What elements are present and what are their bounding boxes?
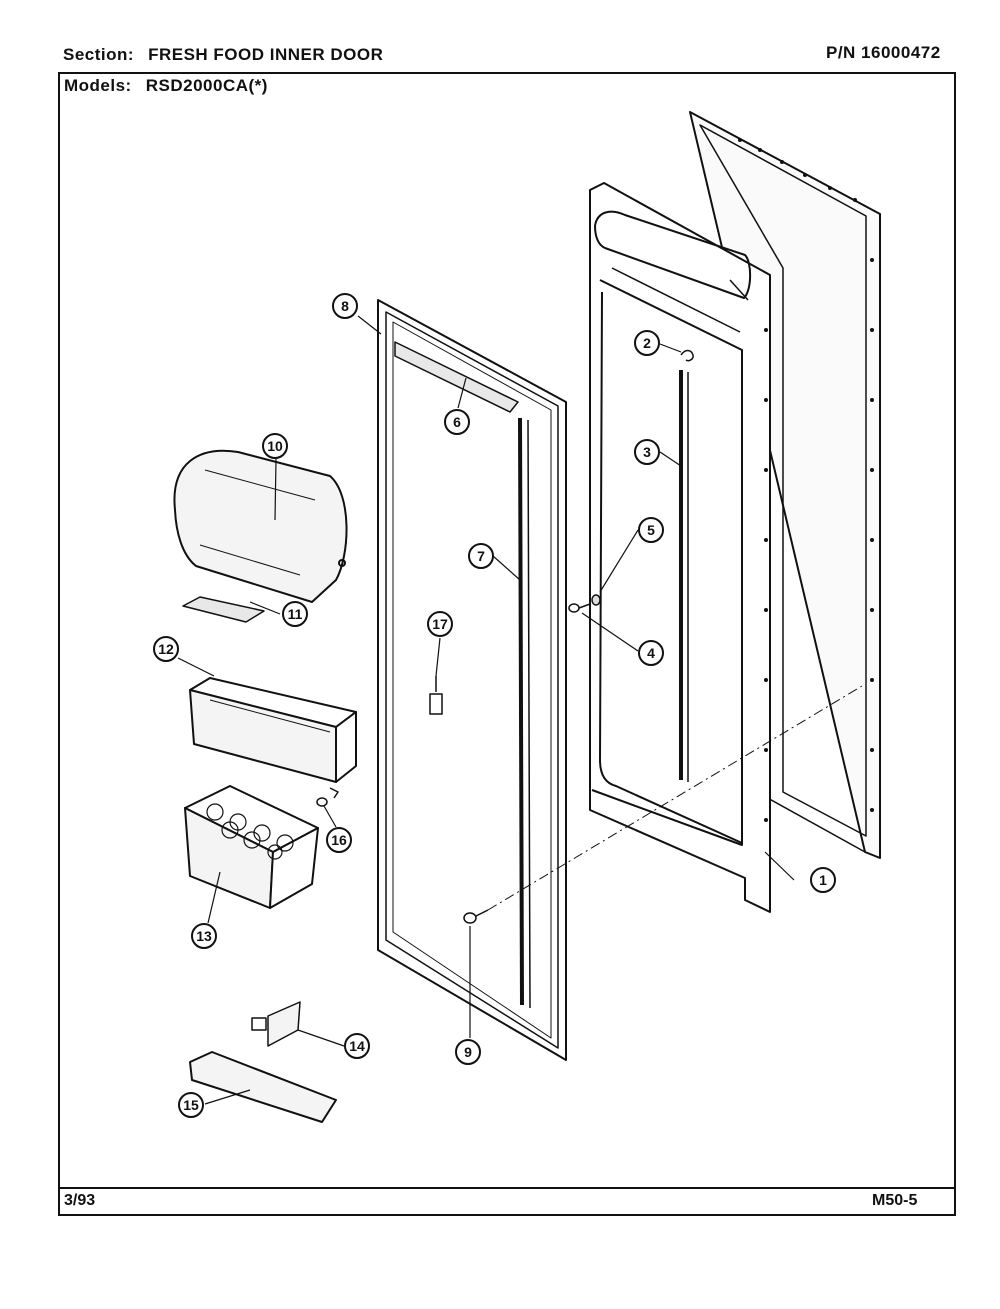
callout-16: 16 [326,827,352,853]
callout-13: 13 [191,923,217,949]
svg-text:13: 13 [196,928,212,944]
dairy-cover [173,449,348,603]
svg-text:4: 4 [647,645,655,661]
footer-divider [58,1187,956,1189]
callout-10: 10 [262,433,288,459]
svg-text:6: 6 [453,414,461,430]
callout-6: 6 [444,409,470,435]
shelf-rail [189,1051,337,1123]
door-gasket [377,299,567,1061]
top-trim-strip [394,341,519,413]
door-clip [429,676,443,715]
revision-date: 3/93 [64,1192,96,1209]
callout-1: 1 [810,867,836,893]
callout-7: 7 [468,543,494,569]
svg-text:5: 5 [647,522,655,538]
callout-17: 17 [427,611,453,637]
bin-screw [316,787,339,807]
alignment-line [487,685,863,911]
svg-text:1: 1 [819,872,827,888]
callout-9: 9 [455,1039,481,1065]
svg-text:14: 14 [349,1038,365,1054]
callout-15: 15 [178,1092,204,1118]
hook-clip [680,349,694,362]
svg-text:2: 2 [643,335,651,351]
diagram-frame [58,72,956,1216]
callout-12: 12 [153,636,179,662]
small-bracket [251,1001,301,1047]
models-value: RSD2000CA(*) [145,76,268,95]
gasket-screw [463,909,489,924]
models-heading: Models: RSD2000CA(*) [64,76,268,96]
callout-markers: 1 2 3 4 5 6 7 8 9 10 11 12 13 14 15 16 1… [153,293,836,1118]
leader-lines [177,315,795,1105]
liner-shelf-track [679,370,689,782]
callout-5: 5 [638,517,664,543]
callout-14: 14 [344,1033,370,1059]
svg-text:11: 11 [288,606,303,622]
callout-4: 4 [638,640,664,666]
callout-2: 2 [634,330,660,356]
svg-text:15: 15 [183,1097,199,1113]
svg-text:16: 16 [331,832,347,848]
svg-text:17: 17 [432,616,448,632]
svg-text:10: 10 [267,438,283,454]
callout-11: 11 [282,601,308,627]
cover-handle [182,596,265,623]
part-number: P/N 16000472 [826,43,941,62]
door-bin [189,677,357,783]
svg-text:7: 7 [477,548,485,564]
callout-8: 8 [332,293,358,319]
svg-text:12: 12 [158,641,174,657]
svg-text:3: 3 [643,444,651,460]
section-title: FRESH FOOD INNER DOOR [148,45,384,64]
svg-text:8: 8 [341,298,349,314]
page-code: M50-5 [872,1192,918,1209]
door-shelf-track [518,417,531,1009]
egg-tray [184,785,319,909]
svg-text:9: 9 [464,1044,472,1060]
models-label: Models: [64,76,132,95]
screw-and-washer [568,594,601,613]
section-heading: Section: FRESH FOOD INNER DOOR [63,45,383,65]
callout-3: 3 [634,439,660,465]
section-label: Section: [63,45,135,64]
